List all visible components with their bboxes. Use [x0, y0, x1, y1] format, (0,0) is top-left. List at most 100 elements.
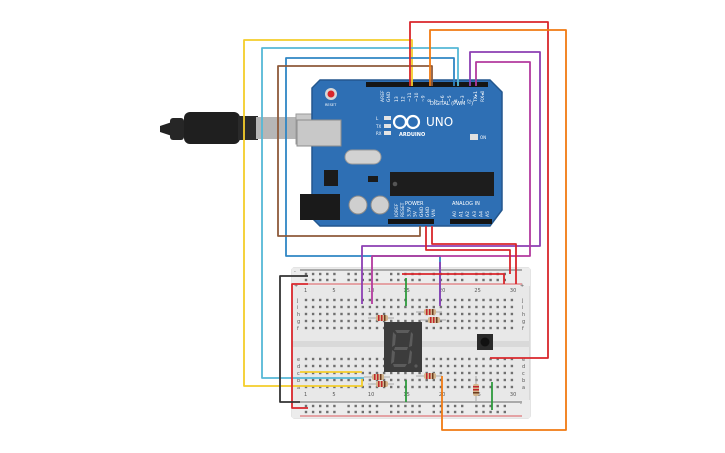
column-number: 30 — [510, 392, 516, 398]
rail-plus-label: + — [520, 283, 524, 289]
column-number: 10 — [368, 288, 374, 294]
resistor — [420, 317, 446, 323]
power-header — [388, 219, 434, 224]
resistor — [368, 315, 394, 321]
led-l-label: L — [376, 116, 379, 121]
capacitor — [348, 195, 368, 215]
row-letter: e — [522, 357, 525, 363]
wire-black-rail — [279, 275, 308, 403]
row-letter: b — [297, 378, 300, 384]
resistor — [416, 373, 442, 379]
digital-pin-label: TX▸1 — [473, 91, 479, 103]
digital-pin-label: ~9 — [420, 95, 426, 102]
wire-cyan — [261, 47, 459, 379]
wire-magenta-top — [371, 61, 531, 304]
digital-pin-label: 13 — [394, 96, 400, 102]
row-letter: d — [522, 364, 525, 370]
resistor — [368, 381, 394, 387]
analog-pin-label: A1 — [459, 211, 465, 217]
rail-minus-label: - — [520, 401, 522, 407]
digital-pin-label: ~5 — [447, 95, 453, 102]
row-letter: d — [297, 364, 300, 370]
power-pin-label: GND — [419, 206, 425, 217]
power-jack — [300, 194, 340, 220]
row-letter: h — [297, 312, 300, 318]
gnd-label: GND — [386, 91, 392, 102]
digital-pin-label: 12 — [401, 96, 407, 102]
row-letter: i — [297, 305, 298, 311]
row-letter: f — [297, 326, 299, 332]
digital-pin-label: RX◂0 — [480, 91, 486, 102]
power-pin-label: 3.3V — [406, 206, 412, 217]
status-leds: L TX RX — [375, 116, 391, 136]
column-number: 25 — [474, 288, 480, 294]
pushbutton[interactable] — [477, 334, 493, 350]
row-letter: a — [297, 385, 300, 391]
column-number: 1 — [304, 288, 307, 294]
column-number: 5 — [332, 288, 335, 294]
digital-pin-label: 2 — [467, 99, 473, 102]
rail-plus-label: + — [294, 283, 298, 289]
row-letter: b — [522, 378, 525, 384]
resistor — [473, 376, 479, 402]
led-tx-label: TX — [375, 124, 381, 129]
digital-header — [366, 82, 488, 87]
arduino-board: RESET ON L TX RX UNO ARDUINO DIGITAL (PW… — [296, 79, 503, 227]
wire-red-rail — [291, 283, 308, 409]
analog-header — [450, 219, 492, 224]
row-letter: c — [297, 371, 300, 377]
board-brand: ARDUINO — [399, 132, 425, 138]
aref-label: AREF — [380, 90, 386, 102]
column-number: 10 — [368, 392, 374, 398]
row-letter: h — [522, 312, 525, 318]
column-number: 5 — [332, 392, 335, 398]
wires — [243, 21, 567, 431]
power-pin-label: 5V — [413, 210, 419, 217]
digital-pin-label: ~10 — [414, 92, 420, 102]
usb-port — [296, 119, 342, 147]
row-letter: g — [522, 319, 525, 325]
row-letter: f — [522, 326, 524, 332]
digital-pin-label: ~6 — [440, 95, 446, 102]
power-pin-label: GND — [425, 206, 431, 217]
power-pin-label: IOREF — [394, 203, 400, 217]
row-letter: c — [522, 371, 525, 377]
analog-pin-label: A3 — [472, 211, 478, 217]
on-led — [470, 134, 478, 140]
wire-red-bb — [402, 273, 505, 284]
power-pin-label: RESET — [400, 202, 406, 217]
column-number: 1 — [304, 392, 307, 398]
row-letter: g — [297, 319, 300, 325]
board-model: UNO — [426, 115, 453, 129]
resistor — [364, 374, 390, 380]
digital-pin-label: 7 — [434, 99, 440, 102]
column-number: 30 — [510, 288, 516, 294]
analog-pin-label: A0 — [452, 211, 458, 217]
analog-pin-label: A5 — [485, 211, 491, 217]
microcontroller-chip — [390, 172, 494, 196]
crystal — [344, 149, 382, 165]
wire-purple-top — [361, 51, 541, 304]
led-rx-label: RX — [376, 131, 382, 136]
row-letter: e — [297, 357, 300, 363]
power-header-label: POWER — [405, 201, 424, 207]
row-letter: a — [522, 385, 525, 391]
digital-pin-label: ~11 — [407, 92, 413, 102]
resistor — [416, 309, 442, 315]
row-letter: i — [522, 305, 523, 311]
digital-pin-label: ~3 — [460, 95, 466, 102]
wire-brown — [277, 65, 433, 237]
digital-header-label: DIGITAL (PWM ~) — [430, 101, 473, 107]
wire-red-power — [425, 226, 511, 274]
wire-red-top — [409, 21, 549, 359]
on-led-label: ON — [480, 135, 486, 140]
column-number: 20 — [439, 288, 445, 294]
capacitor — [370, 195, 390, 215]
digital-pin-label: 4 — [453, 99, 459, 102]
reset-label: RESET — [325, 103, 337, 107]
